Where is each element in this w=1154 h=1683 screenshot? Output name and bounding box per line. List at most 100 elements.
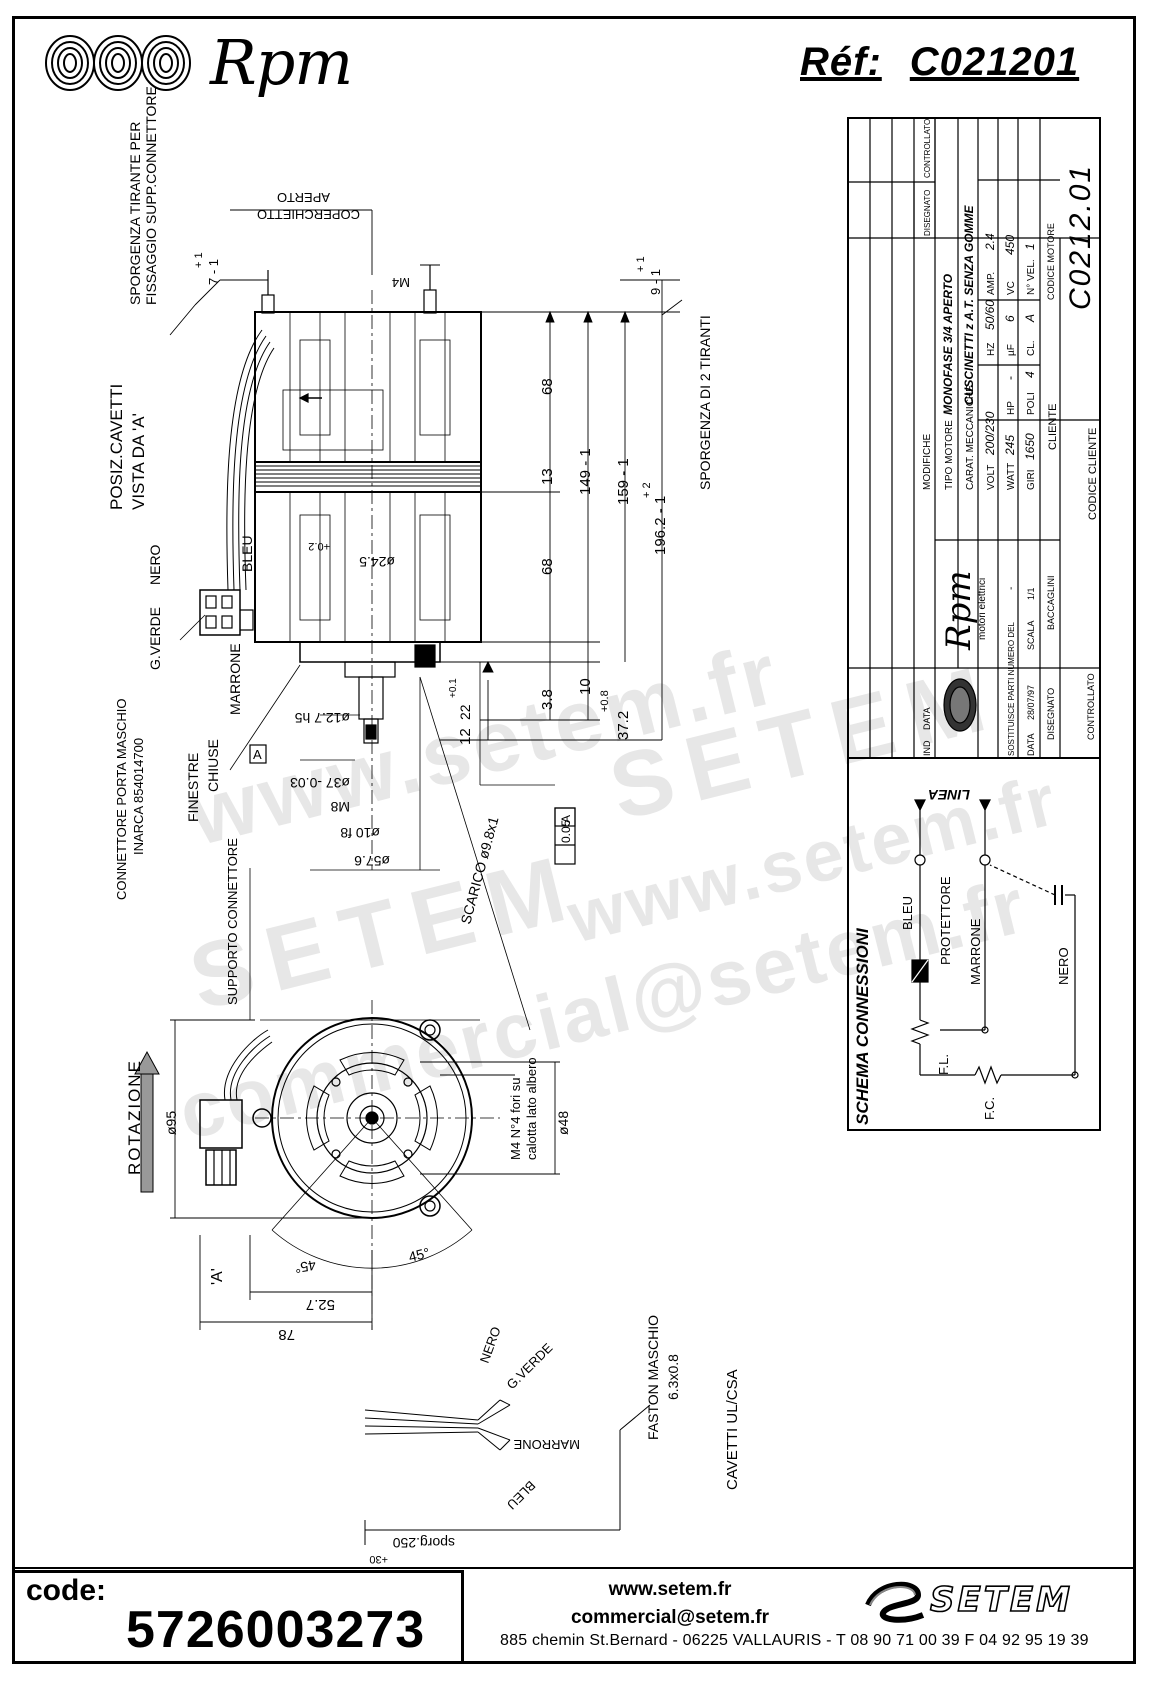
schema-marrone: MARRONE [968,918,983,985]
tb-brand-sub: motori elettrici [977,578,988,640]
tb-controllato-2: CONTROLLATO [1086,673,1096,740]
tb-uf-label: µF [1006,344,1017,356]
code-label: code: [26,1574,107,1607]
label-fissaggio: FISSAGGIO SUPP.CONNETTORE [143,86,159,305]
tb-vc-label: VC [1006,281,1017,295]
website-link[interactable]: www.setem.fr [608,1579,732,1600]
schema-fl: F.L. [936,1054,951,1075]
label-faston: FASTON MASCHIO [645,1315,661,1440]
label-bleu-side: BLEU [239,535,255,572]
label-sporg-250: sporg.250 [393,1535,455,1551]
label-inarca: INARCA 854014700 [131,738,146,855]
tb-scala-value: 1/1 [1026,587,1036,600]
dim-tol-0-8: +0.8 [599,690,611,712]
side-leaders [179,614,531,1031]
label-phi-57-6: ø57.6 [354,853,390,869]
svg-text:0.05: 0.05 [559,819,573,843]
code-box [12,1570,464,1664]
label-phi-10-f8: ø10 f8 [340,825,380,841]
tolerance-frame: 0.05 A [479,662,576,865]
tb-watt: 245 [1003,435,1017,456]
tb-carat: CUSCINETTI z A.T. SENZA GOMME [962,204,976,405]
dim-78: 78 [278,1326,295,1343]
tb-volt: 200/230 [983,411,997,456]
label-cable-marrone: MARRONE [513,1437,580,1452]
label-cable-nero: NERO [477,1325,504,1365]
dim-52-7: 52.7 [306,1296,335,1313]
tb-codice-motore-value: C0212.01 [1064,164,1097,310]
tb-disegnato-2: DISEGNATO [1046,688,1056,740]
tb-codice-cliente: CODICE CLIENTE [1087,428,1099,520]
tb-volt-label: VOLT [986,465,997,490]
schema-fc: F.C. [982,1097,997,1120]
tb-hp-label: HP [1006,401,1017,415]
svg-text:A: A [559,815,573,823]
schema-protettore: PROTETTORE [938,876,953,965]
tb-codice-motore: CODICE MOTORE [1046,223,1056,300]
motor-front-view [199,1000,500,1330]
label-angle-45-left: 45° [294,1257,318,1276]
tb-disegnato: DISEGNATO [923,190,932,236]
tb-hp: - [1003,376,1017,380]
label-g-verde-side: G.VERDE [147,607,163,670]
tb-hz: 50/60 [983,300,997,330]
label-cavetti: CAVETTI UL/CSA [724,1369,741,1490]
contact-block: www.setem.fr commercial@setem.fr [520,1576,820,1632]
dim-13: 13 [539,468,556,485]
schema-bleu: BLEU [900,896,915,930]
schema-title: SCHEMA CONNESSIONI [853,927,872,1125]
rpm-logo-coils [45,35,191,91]
tb-nvel: 1 [1023,243,1037,250]
dim-tol-0-1: +0.1 [448,678,459,698]
code-value: 5726003273 [126,1601,426,1659]
label-tol-7: 7 - 1 [206,259,221,285]
tb-vc: 450 [1003,235,1017,255]
wiring-schema [847,757,1101,1131]
setem-swirl-icon [865,1581,925,1623]
dimension-lines-side [440,280,680,741]
dim-10: 10 [577,678,594,695]
tb-amp: 2.4 [983,233,997,251]
tb-tipo-motore-label: TIPO MOTORE [944,420,955,490]
tb-hz-label: HZ [986,343,997,356]
setem-company-name: SETEM [929,1579,1073,1621]
label-aperto: APERTO [277,190,330,205]
tb-poli: 4 [1023,371,1037,378]
label-finestre: FINESTRE [185,753,201,822]
motor-side-view [199,265,482,870]
dim-196-2: 196.2 - 1 [652,496,669,555]
label-cable-g-verde: G.VERDE [504,1340,556,1392]
tb-baccaglini: BACCAGLINI [1046,575,1056,630]
dimension-lines-front [170,1019,560,1330]
tb-giri-label: GIRI [1026,469,1037,490]
label-cable-bleu: BLEU [504,1478,539,1513]
tb-brand: Rpm [939,570,979,651]
label-marrone-side: MARRONE [227,643,243,715]
label-sporgenza-tirante: SPORGENZA TIRANTE PER [127,122,143,305]
email-link[interactable]: commercial@setem.fr [570,1607,770,1628]
label-tol-30: +30 [369,1553,388,1565]
schema-linea: LINEA [928,787,970,803]
ref-label: Réf: [800,40,882,84]
datum-a-box: A [249,744,267,764]
label-vista-da-a: VISTA DA 'A' [129,413,148,510]
dim-149: 149 - 1 [577,448,594,495]
company-address: 885 chemin St.Bernard - 06225 VALLAURIS … [500,1632,1089,1649]
tb-carat-label: CARAT. MECCANICHE [965,385,976,490]
label-faston-size: 6.3x0.8 [665,1354,681,1400]
tb-data-label: DATA [1026,733,1036,756]
tb-poli-label: POLI [1026,392,1037,415]
label-scarico: SCARICO ø9.8x1 [457,815,501,926]
label-phi-12-7: ø12.7 h5 [295,710,350,726]
label-sporgenza-2-tiranti: SPORGENZA DI 2 TIRANTI [697,315,713,490]
tb-cliente: CLIENTE [1047,404,1059,450]
label-phi-37: ø37 -0.03 [290,775,350,791]
label-tol-9: 9 - 1 [648,269,663,295]
tb-cl-label: CL. [1026,340,1037,356]
label-m4-fori: M4 N°4 fori su [508,1077,523,1160]
brand-name: Rpm [210,26,353,99]
label-vista-a: 'A' [209,1268,226,1285]
label-tol-plus1b: + 1 [635,256,647,272]
tb-controllato: CONTROLLATO [923,119,932,178]
